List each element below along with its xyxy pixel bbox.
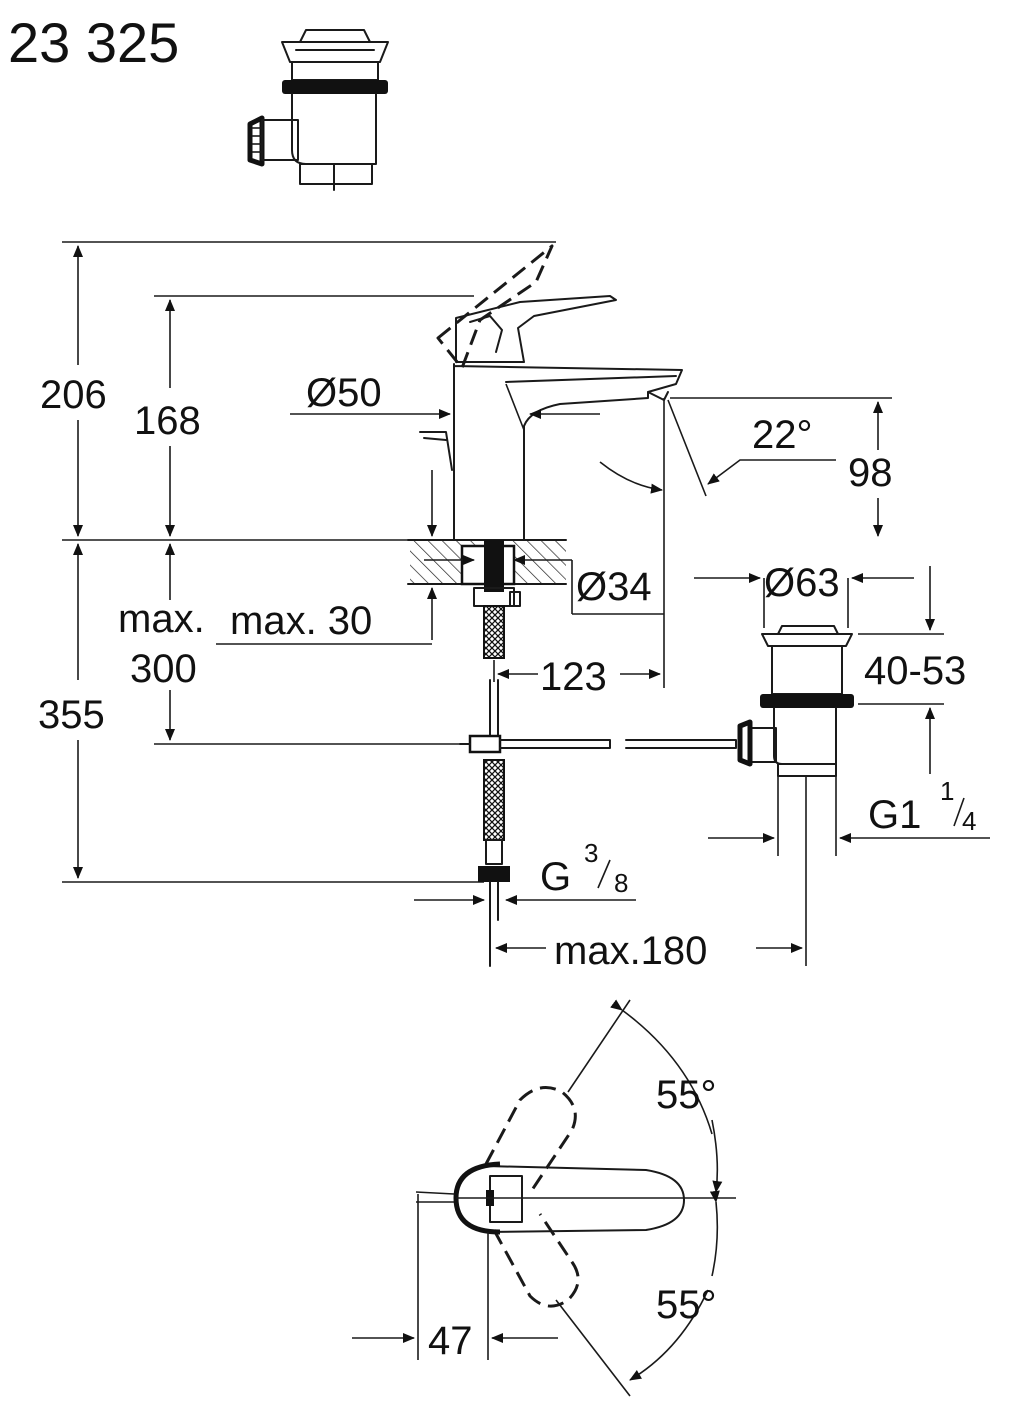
dim-max-30: max. 30 (230, 599, 372, 643)
dim-waste-diameter: Ø63 (764, 561, 840, 605)
dim-reach: 123 (540, 655, 607, 699)
dim-355: 355 (38, 693, 105, 737)
dimension-lines-left (62, 241, 556, 883)
dim-206: 206 (40, 373, 107, 417)
model-number: 23 325 (8, 11, 179, 74)
dim-waste-thread: G1 (868, 793, 921, 837)
dim-inlet-thread: G (540, 855, 571, 899)
dim-waste-thread-den: 4 (962, 806, 976, 836)
dim-spout-height: 98 (848, 451, 893, 495)
countertop (407, 539, 567, 659)
pop-up-waste-side (737, 625, 854, 777)
dim-max-180: max.180 (554, 929, 707, 973)
dim-lever-offset: 47 (428, 1319, 473, 1363)
dim-max-300: 300 (130, 647, 197, 691)
dim-angle-bottom: 55° (656, 1283, 717, 1327)
dim-inlet-thread-den: 8 (614, 868, 628, 898)
dim-waste-range: 40-53 (864, 649, 966, 693)
dim-168: 168 (134, 399, 201, 443)
dim-angle-top: 55° (656, 1073, 717, 1117)
dim-spout-diameter: Ø50 (306, 371, 382, 415)
pop-up-waste-top (247, 29, 389, 191)
top-view (415, 999, 736, 1397)
faucet-body (419, 244, 683, 541)
supply-hose (459, 679, 737, 967)
dim-waste-thread-num: 1 (940, 776, 954, 806)
dim-inlet-thread-num: 3 (584, 838, 598, 868)
dim-spout-angle: 22° (752, 413, 813, 457)
dim-base-diameter: Ø34 (576, 565, 652, 609)
dim-max-label: max. (118, 597, 205, 641)
